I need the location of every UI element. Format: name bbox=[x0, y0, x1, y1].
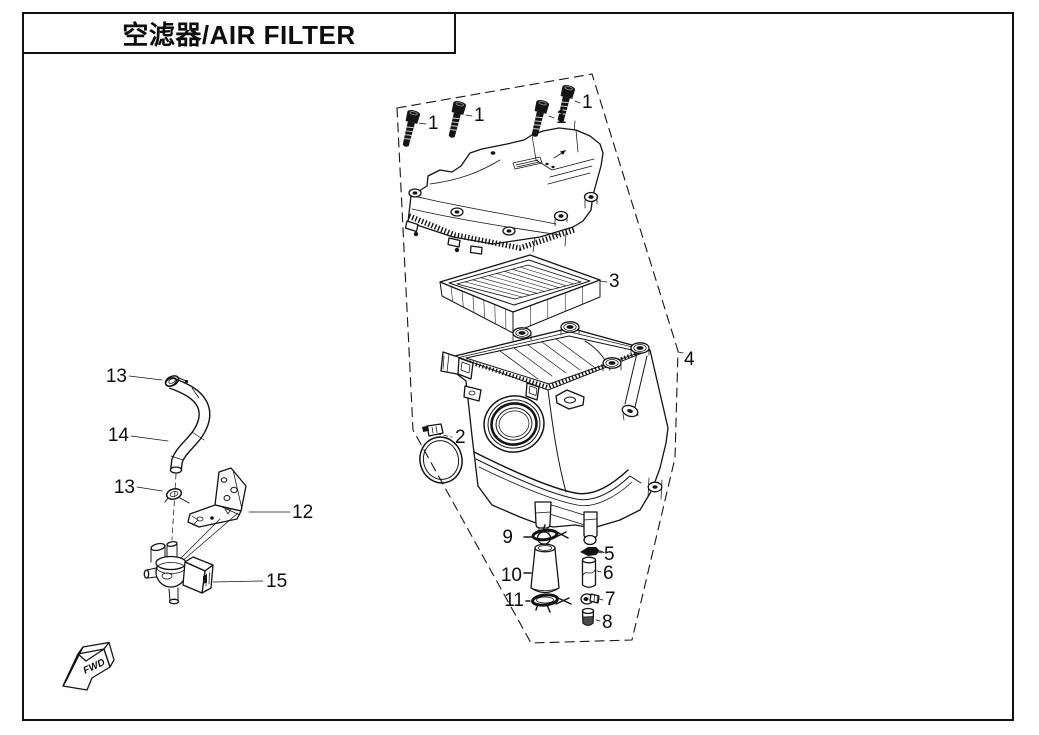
callout-7: 7 bbox=[598, 589, 616, 610]
part-label-15: 15 bbox=[266, 571, 287, 592]
bolt-1b-drawing bbox=[444, 99, 468, 140]
part-label-10: 10 bbox=[501, 565, 522, 586]
part-label-14: 14 bbox=[108, 425, 130, 446]
clip-5-drawing bbox=[580, 547, 605, 556]
clamp-7-drawing bbox=[580, 593, 600, 605]
callout-11: 11 bbox=[504, 590, 531, 611]
page-border bbox=[22, 12, 1014, 721]
part-label-12: 12 bbox=[292, 502, 313, 523]
callout-12: 12 bbox=[248, 502, 313, 523]
hose-clamp-drawing bbox=[419, 423, 463, 484]
part-label-2: 2 bbox=[455, 427, 466, 448]
drain-spout-right bbox=[583, 511, 598, 546]
bracket-mount-lines bbox=[173, 512, 239, 566]
breather-hose-drawing bbox=[164, 377, 211, 474]
callout-13-upper: 13 bbox=[106, 366, 163, 387]
part-label-1c: 1 bbox=[556, 107, 567, 128]
callout-4: 4 bbox=[677, 349, 695, 370]
bolt-1a-drawing bbox=[398, 108, 422, 149]
air-filter-cover-drawing bbox=[404, 127, 604, 255]
callout-1c: 1 bbox=[548, 107, 567, 128]
part-label-9: 9 bbox=[502, 527, 513, 548]
part-label-13-upper: 13 bbox=[106, 366, 127, 387]
part-label-5: 5 bbox=[604, 544, 615, 565]
part-label-6: 6 bbox=[603, 563, 614, 584]
plug-8-drawing bbox=[581, 607, 595, 626]
part-label-1b: 1 bbox=[474, 105, 485, 126]
page-title: 空滤器/AIR FILTER bbox=[122, 19, 356, 50]
bracket-12-drawing bbox=[187, 467, 247, 528]
callout-1b: 1 bbox=[465, 105, 485, 126]
part-label-1a: 1 bbox=[428, 113, 439, 134]
part-label-11: 11 bbox=[504, 590, 524, 611]
callout-1a: 1 bbox=[418, 113, 439, 134]
callout-14: 14 bbox=[108, 425, 169, 446]
breather-tube-6-drawing bbox=[581, 556, 597, 588]
callout-3: 3 bbox=[599, 271, 620, 292]
callout-6: 6 bbox=[596, 563, 614, 584]
part-label-3: 3 bbox=[609, 271, 620, 292]
clip-13-upper-drawing bbox=[164, 375, 189, 387]
clamp-11-drawing bbox=[531, 593, 572, 613]
callout-8: 8 bbox=[595, 612, 613, 633]
clamp-9-drawing bbox=[531, 524, 569, 542]
valve-15-drawing bbox=[143, 541, 214, 605]
part-label-7: 7 bbox=[605, 589, 616, 610]
hose-axis-line bbox=[171, 473, 177, 541]
drain-boot-10-drawing bbox=[530, 543, 560, 594]
filter-element-drawing bbox=[439, 254, 601, 334]
title-box: 空滤器/AIR FILTER bbox=[22, 12, 456, 54]
part-label-8: 8 bbox=[602, 612, 613, 633]
callout-1d: 1 bbox=[574, 92, 593, 113]
part-label-1d: 1 bbox=[582, 92, 593, 113]
callouts: 1 1 1 1 2 3 4 bbox=[106, 92, 695, 633]
callout-5: 5 bbox=[597, 544, 615, 565]
callout-9: 9 bbox=[502, 527, 533, 548]
callout-13-lower: 13 bbox=[114, 477, 163, 498]
callout-10: 10 bbox=[501, 565, 532, 586]
callout-2: 2 bbox=[436, 427, 466, 448]
housing-body-drawing bbox=[440, 321, 669, 546]
fwd-arrow: FWD bbox=[62, 641, 115, 691]
part-label-4: 4 bbox=[684, 349, 695, 370]
part-label-13-lower: 13 bbox=[114, 477, 135, 498]
intake-opening bbox=[483, 395, 545, 453]
callout-15: 15 bbox=[212, 571, 287, 592]
assembly-boundary bbox=[396, 73, 679, 644]
clip-13-lower-drawing bbox=[164, 488, 190, 504]
cover-screw-bosses bbox=[408, 188, 599, 236]
